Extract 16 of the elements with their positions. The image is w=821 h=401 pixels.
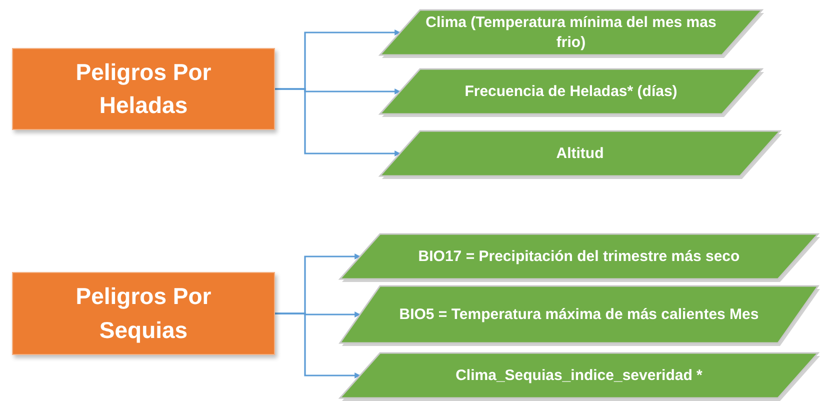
data-parallelogram [340,286,818,343]
node-text: Clima (Temperatura mínima del mes mas frio) [424,13,718,52]
data-parallelogram [380,10,762,55]
category-box: Peligros Por Heladas [12,48,275,130]
data-parallelogram [340,234,818,279]
node-text: BIO17 = Precipitación del trimestre más seco [418,246,740,266]
data-parallelogram [340,353,818,398]
node-text: BIO5 = Temperatura máxima de más calientes Mes [399,304,759,324]
data-parallelogram [380,69,762,114]
node-text: Altitud [556,144,604,164]
category-box: Peligros Por Sequias [12,272,275,355]
data-parallelogram [380,131,780,176]
node-text: Clima_Sequias_indice_severidad * [456,366,702,386]
node-text: Frecuencia de Heladas* (días) [464,82,678,102]
connector-arrow [275,312,361,378]
connector-arrow [275,88,401,156]
